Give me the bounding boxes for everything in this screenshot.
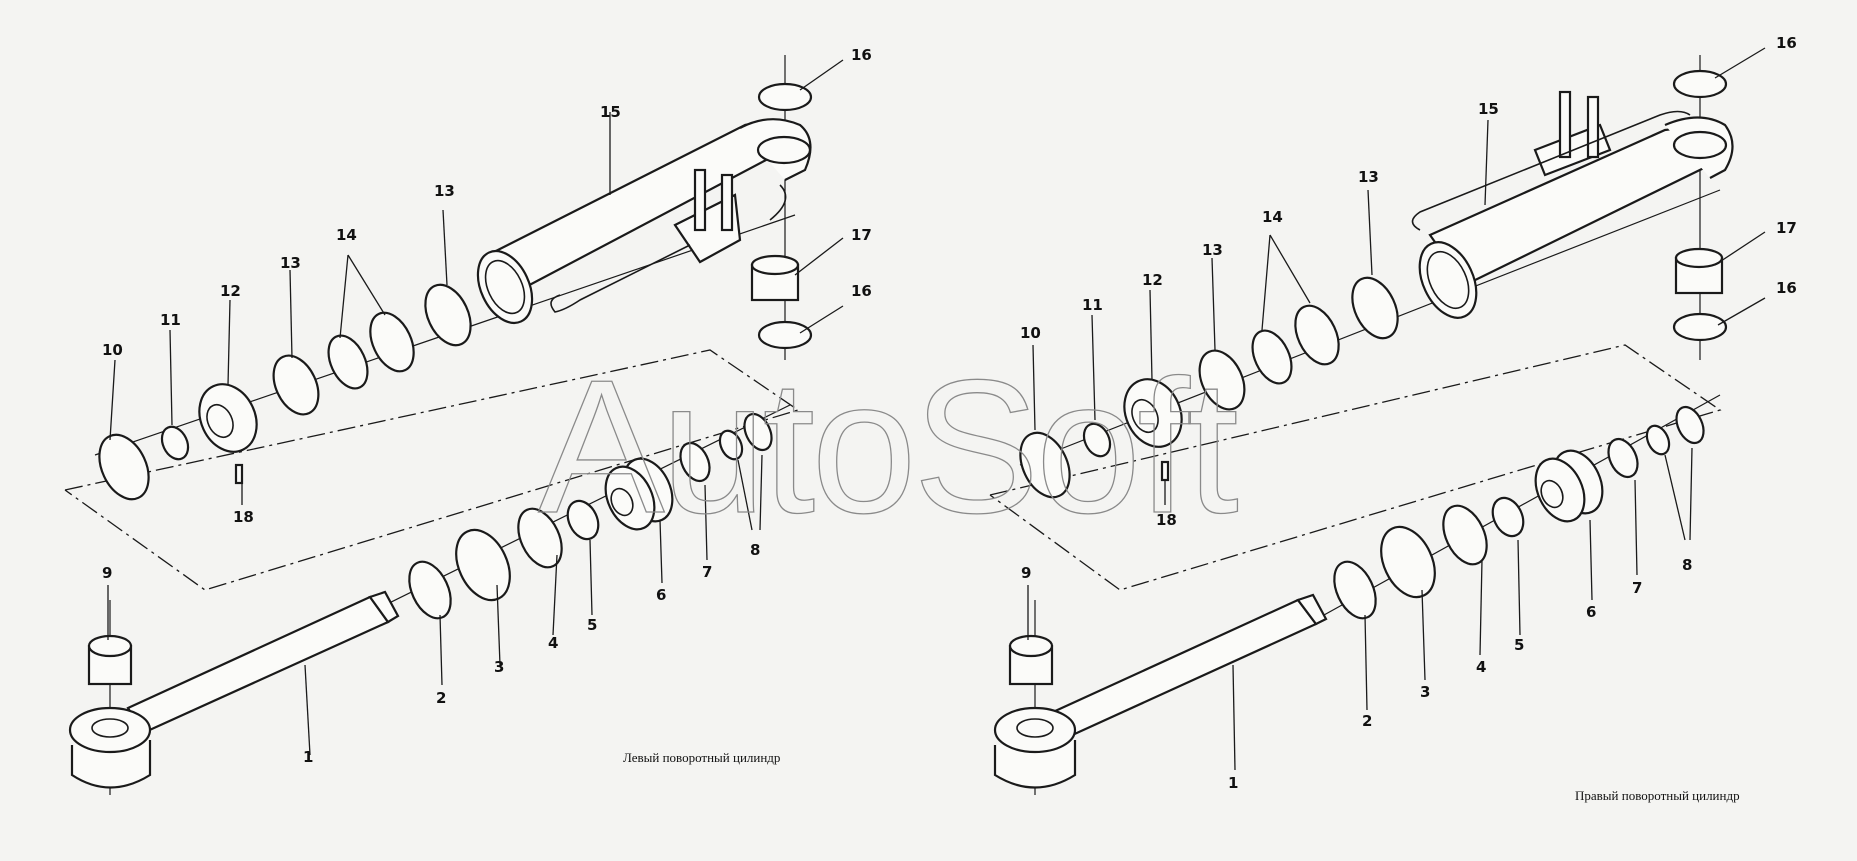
right-ring-2 [1333,560,1377,620]
left-label-10: 10 [102,341,123,359]
left-label-14: 14 [336,226,357,244]
right-ring-3 [1380,525,1436,599]
right-assembly: 1 2 3 4 5 6 7 8 9 10 11 12 13 13 14 15 1… [989,34,1797,803]
right-label-10: 10 [1020,324,1041,342]
left-ring-13b [272,354,320,416]
right-label-15: 15 [1478,100,1499,118]
left-label-3: 3 [494,658,504,676]
left-ring-11 [160,425,190,461]
right-label-12: 12 [1142,271,1163,289]
left-ring-13a [424,283,472,347]
left-cylinder-tube [476,118,812,325]
right-ring-10 [1019,431,1071,499]
right-ring-8b [1645,424,1671,456]
left-snap-ring-top [757,82,813,112]
right-label-16-top: 16 [1776,34,1797,52]
right-piston-6 [1534,449,1604,523]
left-group-frame [64,349,800,591]
right-labels: 1 2 3 4 5 6 7 8 9 10 11 12 13 13 14 15 1… [1020,34,1797,792]
right-label-13a: 13 [1358,168,1379,186]
right-group-frame [989,344,1722,591]
right-label-14: 14 [1262,208,1283,226]
right-label-18: 18 [1156,511,1177,529]
right-label-17: 17 [1776,219,1797,237]
right-bushing [1674,247,1724,295]
right-label-4: 4 [1476,658,1486,676]
right-ring-5 [1491,496,1525,538]
right-label-5: 5 [1514,636,1524,654]
left-label-4: 4 [548,634,558,652]
left-label-5: 5 [587,616,597,634]
right-gland-12 [1123,378,1183,482]
right-label-3: 3 [1420,683,1430,701]
right-label-8: 8 [1682,556,1692,574]
right-label-6: 6 [1586,603,1596,621]
left-assembly: 1 2 3 4 5 6 7 8 9 10 11 12 13 13 14 15 1… [64,46,872,795]
left-ring-2 [408,560,452,620]
right-ring-13b [1198,349,1246,411]
left-label-7: 7 [702,563,712,581]
left-label-15: 15 [600,103,621,121]
right-ring-8a [1675,405,1705,445]
left-label-6: 6 [656,586,666,604]
right-ring-14b [1251,329,1293,385]
left-bushing-9 [87,634,133,686]
left-ring-14a [369,311,415,373]
right-ring-7 [1607,437,1639,479]
left-label-2: 2 [436,689,446,707]
right-label-13b: 13 [1202,241,1223,259]
right-cylinder-tube [1411,90,1734,319]
left-label-16-bottom: 16 [851,282,872,300]
right-label-9: 9 [1021,564,1031,582]
right-ring-11 [1082,422,1112,458]
right-piston-rod [993,593,1328,789]
right-ring-14a [1294,304,1340,366]
right-label-1: 1 [1228,774,1238,792]
left-leaders [107,59,844,756]
left-caption: Левый поворотный цилиндр [623,750,780,765]
left-label-17: 17 [851,226,872,244]
left-label-16-top: 16 [851,46,872,64]
left-ring-3 [455,528,511,602]
left-gland-12 [198,383,258,485]
watermark: AutoSoft [538,341,1238,553]
left-labels: 1 2 3 4 5 6 7 8 9 10 11 12 13 13 14 15 1… [102,46,872,766]
left-ring-5 [566,499,600,541]
left-piston-6 [604,457,674,531]
left-label-13b: 13 [280,254,301,272]
left-bushing [750,254,800,302]
left-ring-14b [327,334,369,390]
right-label-7: 7 [1632,579,1642,597]
left-ring-4 [517,507,563,569]
left-label-9: 9 [102,564,112,582]
left-ring-10 [98,433,150,501]
right-label-16-bottom: 16 [1776,279,1797,297]
left-label-18: 18 [233,508,254,526]
left-label-13a: 13 [434,182,455,200]
left-snap-ring-bottom [757,320,813,350]
right-snap-ring-top [1672,69,1728,99]
left-label-8: 8 [750,541,760,559]
right-ring-4 [1442,504,1488,566]
right-bushing-9 [1008,634,1054,686]
left-ring-7 [679,441,711,483]
right-label-11: 11 [1082,296,1103,314]
right-ring-13a [1351,276,1399,340]
right-caption: Правый поворотный цилиндр [1575,788,1740,803]
right-label-2: 2 [1362,712,1372,730]
left-label-12: 12 [220,282,241,300]
right-leaders [1027,47,1766,771]
left-label-11: 11 [160,311,181,329]
left-label-1: 1 [303,748,313,766]
left-piston-rod [68,590,400,789]
right-snap-ring-bottom [1672,312,1728,342]
left-ring-8a [743,412,773,452]
left-ring-8b [718,429,744,461]
